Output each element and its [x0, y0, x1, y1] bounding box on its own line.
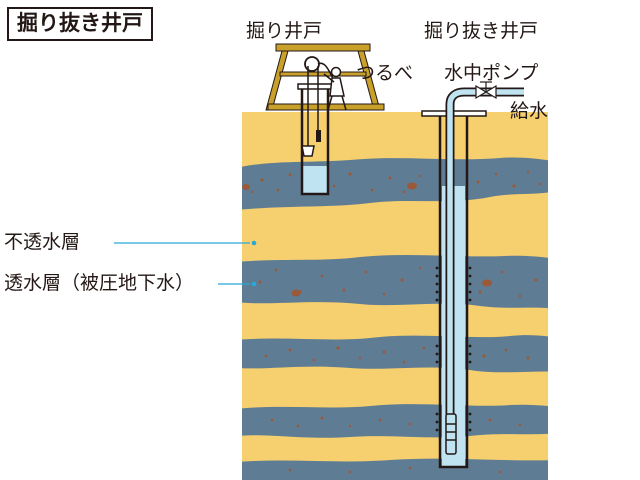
pulley [304, 56, 320, 72]
person-icon [323, 66, 347, 111]
page-title: 掘り抜き井戸 [7, 7, 153, 41]
label-water-supply: 給水 [510, 100, 549, 122]
leader-lines [114, 242, 250, 285]
screen-perforations [435, 266, 472, 432]
label-pump: 水中ポンプ [444, 62, 539, 84]
aquifer-band-3 [242, 335, 548, 373]
label-artesian-well: 掘り抜き井戸 [424, 20, 539, 42]
dug-well-water [303, 166, 327, 193]
submersible-pump [445, 413, 457, 455]
label-permeable-layer: 透水層（被圧地下水） [4, 272, 195, 294]
aquifer-band-5 [242, 458, 548, 480]
well-frame [265, 43, 385, 111]
aquifer-band-4 [242, 404, 548, 438]
label-tsurube: つるべ [356, 62, 414, 84]
label-dug-well: 掘り井戸 [246, 20, 323, 42]
aquifer-band-2 [242, 254, 548, 309]
pebbles [242, 170, 542, 474]
label-impermeable-layer: 不透水層 [4, 231, 81, 253]
bucket-icon [301, 145, 315, 157]
aquifer-bands [242, 157, 548, 480]
valve-icon [475, 81, 497, 100]
